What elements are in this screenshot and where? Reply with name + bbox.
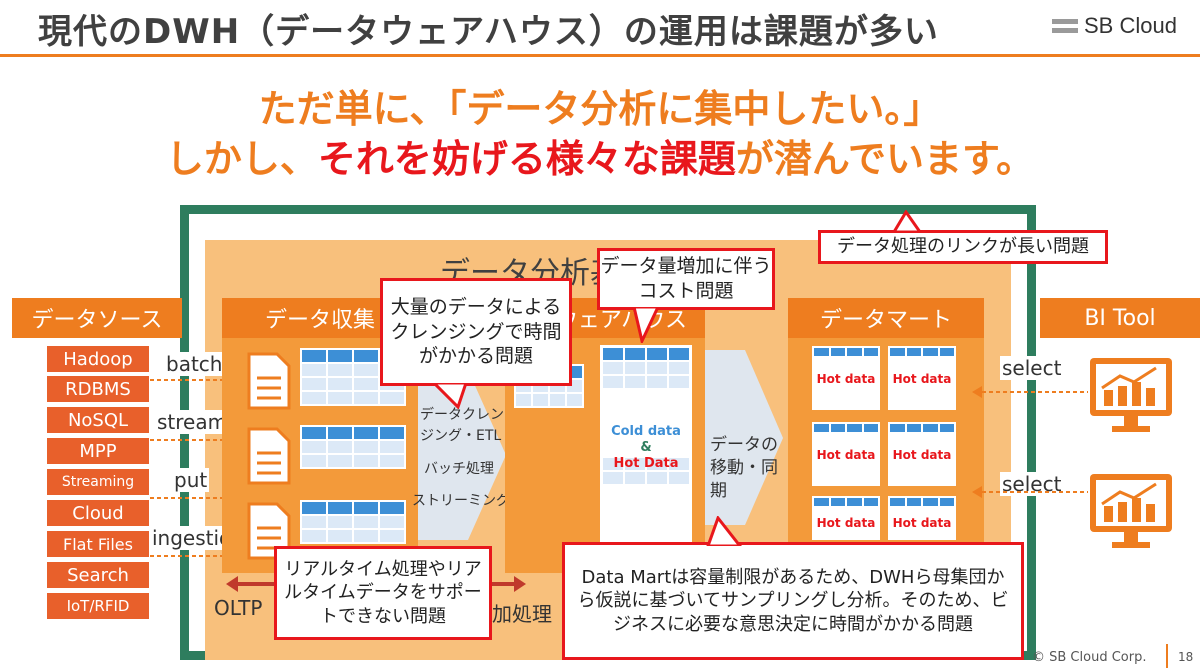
callout-realtime-issue: リアルタイム処理やリアルタイムデータをサポートできない問題 — [274, 546, 492, 640]
hot-data-card: Hot data — [888, 422, 956, 486]
callout-pointer — [431, 383, 468, 409]
cold-data-label: Cold data — [611, 424, 681, 439]
dwh-table-small-icon — [514, 364, 584, 408]
processing-batch-label: バッチ処理 — [424, 461, 494, 477]
cold-hot-amp: & — [640, 440, 652, 455]
headline-line1: ただ単に、「データ分析に集中したい。」 — [258, 87, 942, 131]
headline-emphasis: それを妨げる様々な課題 — [317, 137, 736, 181]
callout-pointer — [892, 210, 922, 232]
hot-data-card: Hot data — [888, 346, 956, 410]
processing-etl-label: データクレンジング・ETL — [420, 407, 504, 444]
source-hadoop: Hadoop — [47, 346, 149, 372]
document-icon — [247, 427, 291, 485]
page-number: 18 — [1178, 650, 1194, 664]
dashboard-monitor-icon — [1090, 358, 1172, 432]
source-flat-files: Flat Files — [47, 531, 149, 557]
hot-data-card: Hot data — [888, 496, 956, 540]
headline-prefix: しかし、 — [165, 137, 318, 181]
hot-data-card: Hot data — [812, 346, 880, 410]
footer-divider — [1166, 644, 1168, 668]
source-nosql: NoSQL — [47, 407, 149, 433]
hot-data-card: Hot data — [812, 422, 880, 486]
query-arrows — [972, 386, 1088, 498]
ingest-label-put: put — [172, 468, 210, 492]
data-source-header: データソース — [12, 298, 182, 338]
processing-arrow — [418, 370, 506, 540]
headline-line2: しかし、それを妨げる様々な課題が潜んでいます。 — [0, 128, 1200, 183]
sb-cloud-logo: SB Cloud — [1052, 10, 1177, 42]
title-divider — [0, 54, 1200, 57]
processing-bottom-label: 加処理 — [492, 602, 552, 626]
callout-link-issue: データ処理のリンクが長い問題 — [818, 230, 1108, 264]
ingest-label-batch: batch — [164, 352, 225, 376]
move-arrow — [705, 350, 783, 525]
source-rdbms: RDBMS — [47, 376, 149, 402]
source-cloud: Cloud — [47, 500, 149, 526]
select-label: select — [1000, 356, 1064, 380]
hot-data-label: Hot Data — [613, 456, 679, 471]
mart-header: データマート — [788, 298, 984, 338]
footer-copyright: © SB Cloud Corp. — [1032, 650, 1147, 665]
data-table-icon — [300, 425, 406, 469]
move-sync-label: データの移動・同期 — [710, 435, 778, 501]
source-search: Search — [47, 562, 149, 588]
source-iot-rfid: IoT/RFID — [47, 593, 149, 619]
callout-cost-issue: データ量増加に伴うコスト問題 — [597, 248, 775, 310]
data-table-icon — [300, 500, 406, 544]
callout-pointer — [632, 307, 660, 343]
source-mpp: MPP — [47, 438, 149, 464]
logo-mark-icon — [1052, 19, 1078, 33]
dashboard-monitor-icon — [1090, 474, 1172, 548]
headline-suffix: が潜んでいます。 — [735, 137, 1035, 181]
processing-streaming-label: ストリーミング — [412, 493, 510, 509]
document-icon — [247, 352, 291, 410]
oltp-label: OLTP — [214, 596, 263, 620]
logo-text: SB Cloud — [1084, 13, 1177, 38]
callout-pointer — [706, 516, 742, 546]
dwh-store — [600, 345, 692, 545]
callout-cleansing-issue: 大量のデータによるクレンジングで時間がかかる問題 — [380, 278, 572, 386]
hot-data-card: Hot data — [812, 496, 880, 540]
source-streaming: Streaming — [47, 469, 149, 495]
callout-datamart-issue: Data Martは容量制限があるため、DWHら母集団から仮説に基づいてサンプリ… — [562, 542, 1024, 660]
slide-title: 現代のDWH（データウェアハウス）の運用は課題が多い — [38, 12, 939, 52]
ingest-label-stream: stream — [155, 410, 230, 434]
data-table-icon — [300, 348, 406, 406]
bi-tool-header: BI Tool — [1040, 298, 1200, 338]
